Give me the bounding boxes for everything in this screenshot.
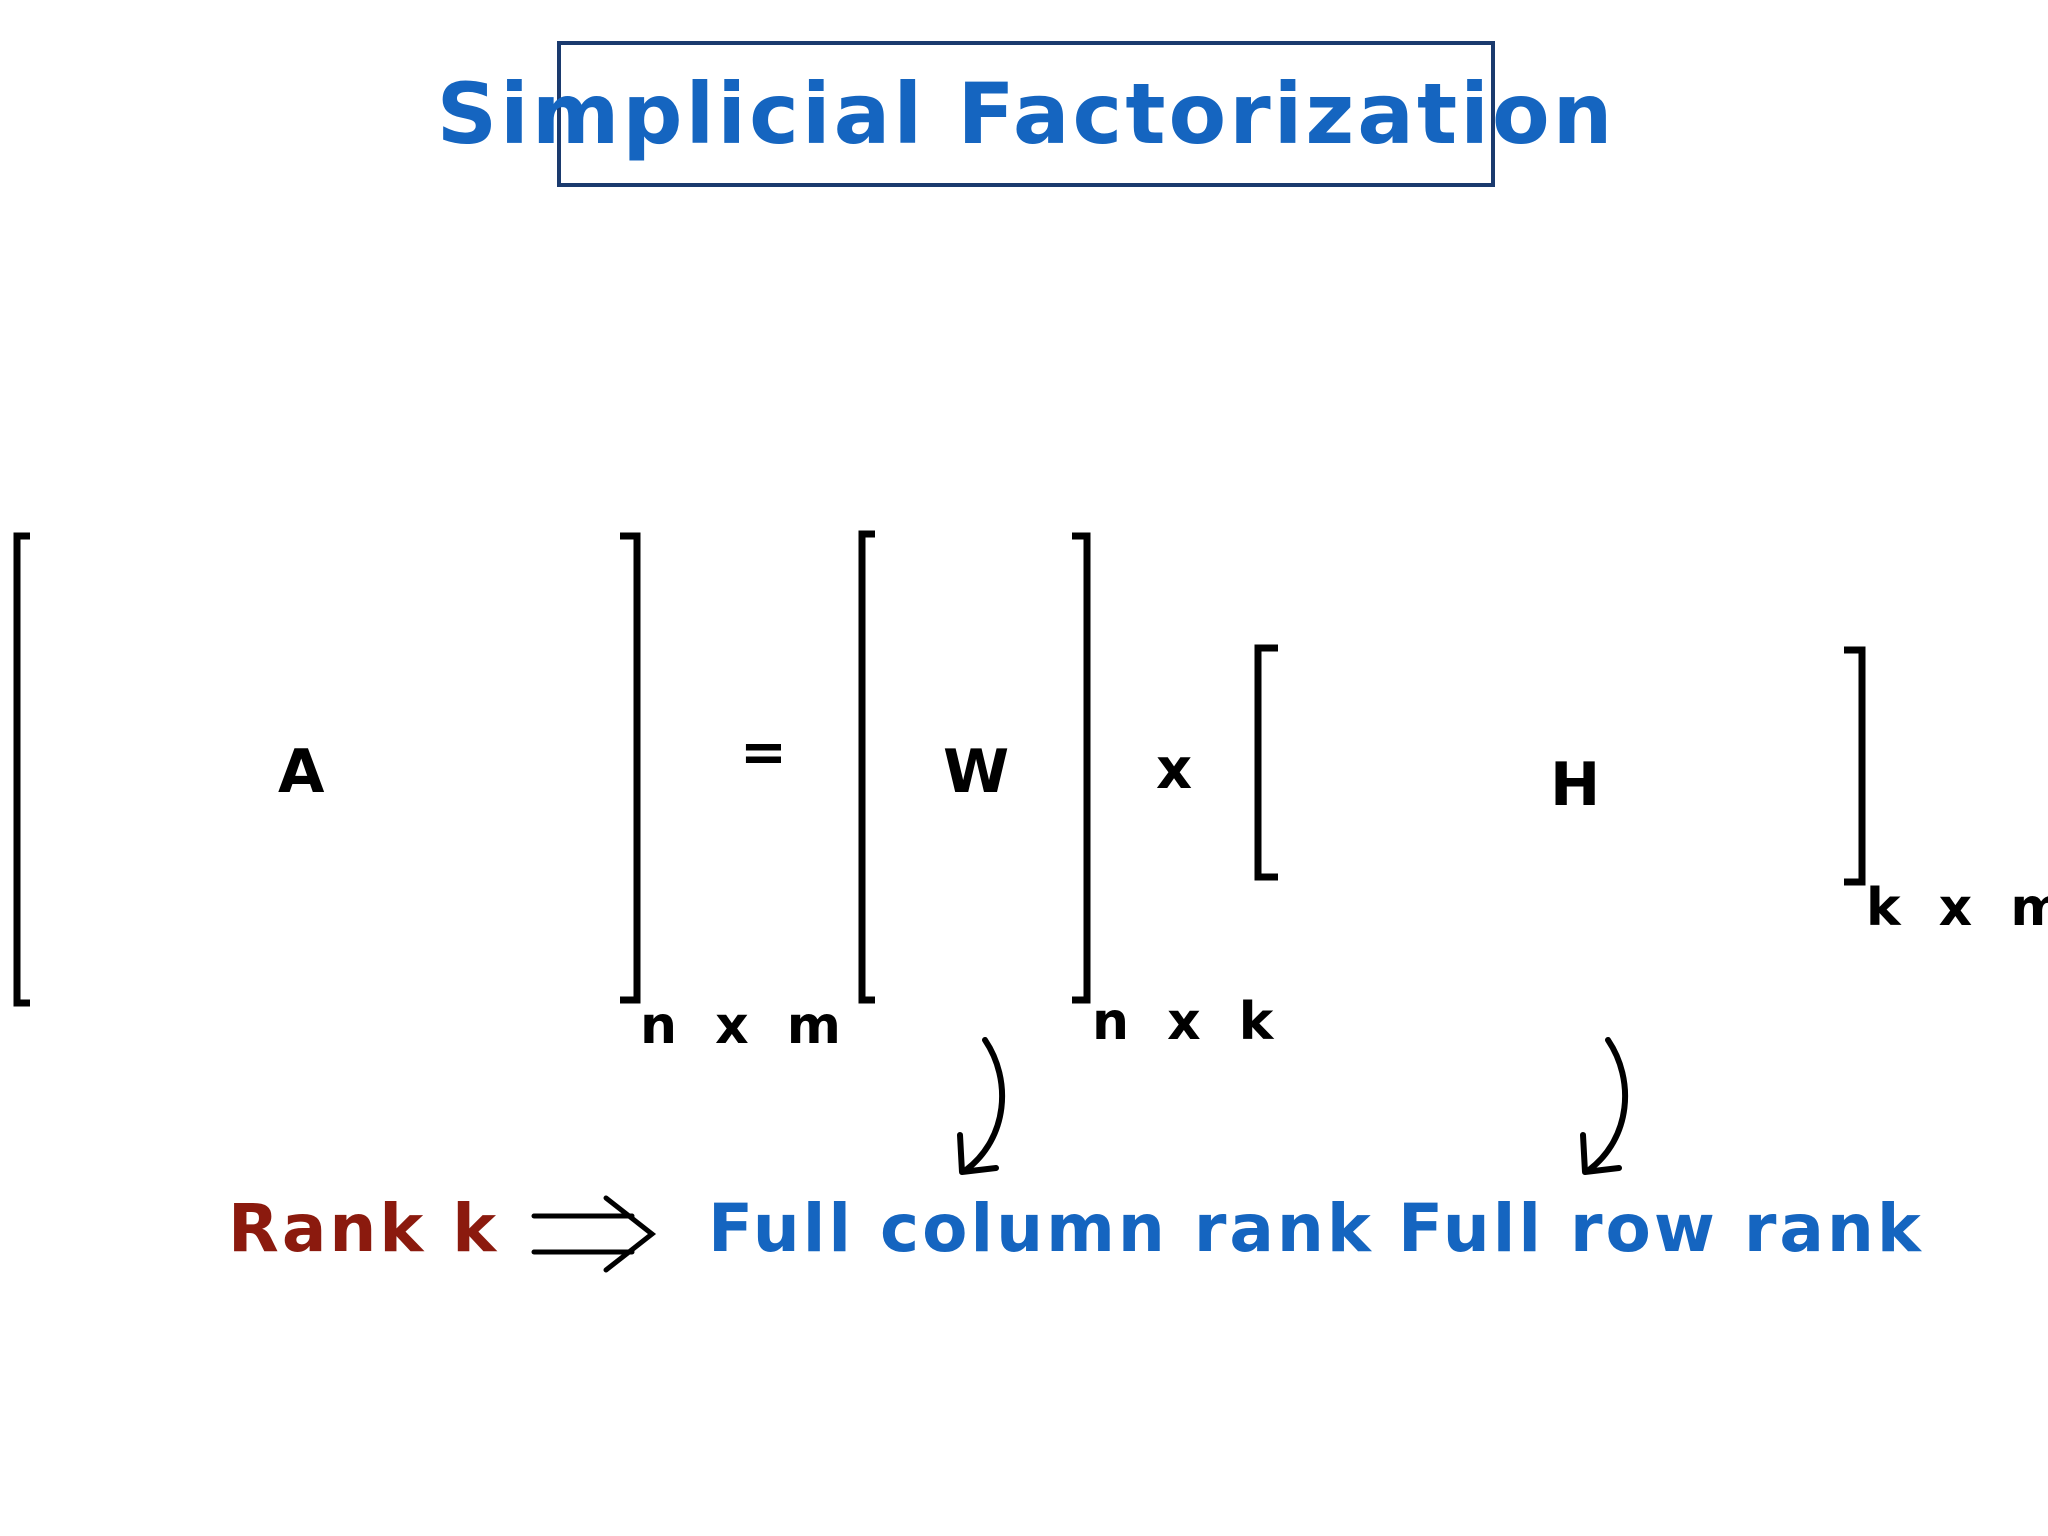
full-column-rank-label: Full column rank	[708, 1190, 1374, 1267]
matrix-a-right-bracket	[620, 532, 641, 1004]
matrix-h-right-bracket	[1844, 646, 1866, 886]
page-title: Simplicial Factorization	[436, 65, 1616, 163]
matrix-a-label: A	[278, 737, 325, 807]
curved-down-arrow-icon	[957, 1037, 1005, 1175]
matrix-w-dims: n x k	[1092, 992, 1284, 1052]
equals-sign: =	[740, 720, 787, 785]
rank-label: Rank k	[228, 1190, 500, 1267]
implies-arrow-icon	[531, 1195, 657, 1273]
full-row-rank-label: Full row rank	[1398, 1190, 1924, 1267]
matrix-h-left-bracket	[1254, 644, 1278, 881]
matrix-a-left-bracket	[13, 532, 30, 1007]
matrix-w-right-bracket	[1072, 532, 1091, 1004]
matrix-h-dims: k x m	[1866, 878, 2048, 938]
matrix-h-label: H	[1550, 750, 1601, 820]
matrix-a-dims: n x m	[640, 996, 851, 1056]
matrix-w-left-bracket	[858, 530, 875, 1004]
matrix-w-label: W	[943, 737, 1010, 807]
title-box: Simplicial Factorization	[437, 41, 1612, 187]
times-sign: x	[1156, 737, 1193, 802]
curved-down-arrow-icon	[1580, 1037, 1628, 1175]
